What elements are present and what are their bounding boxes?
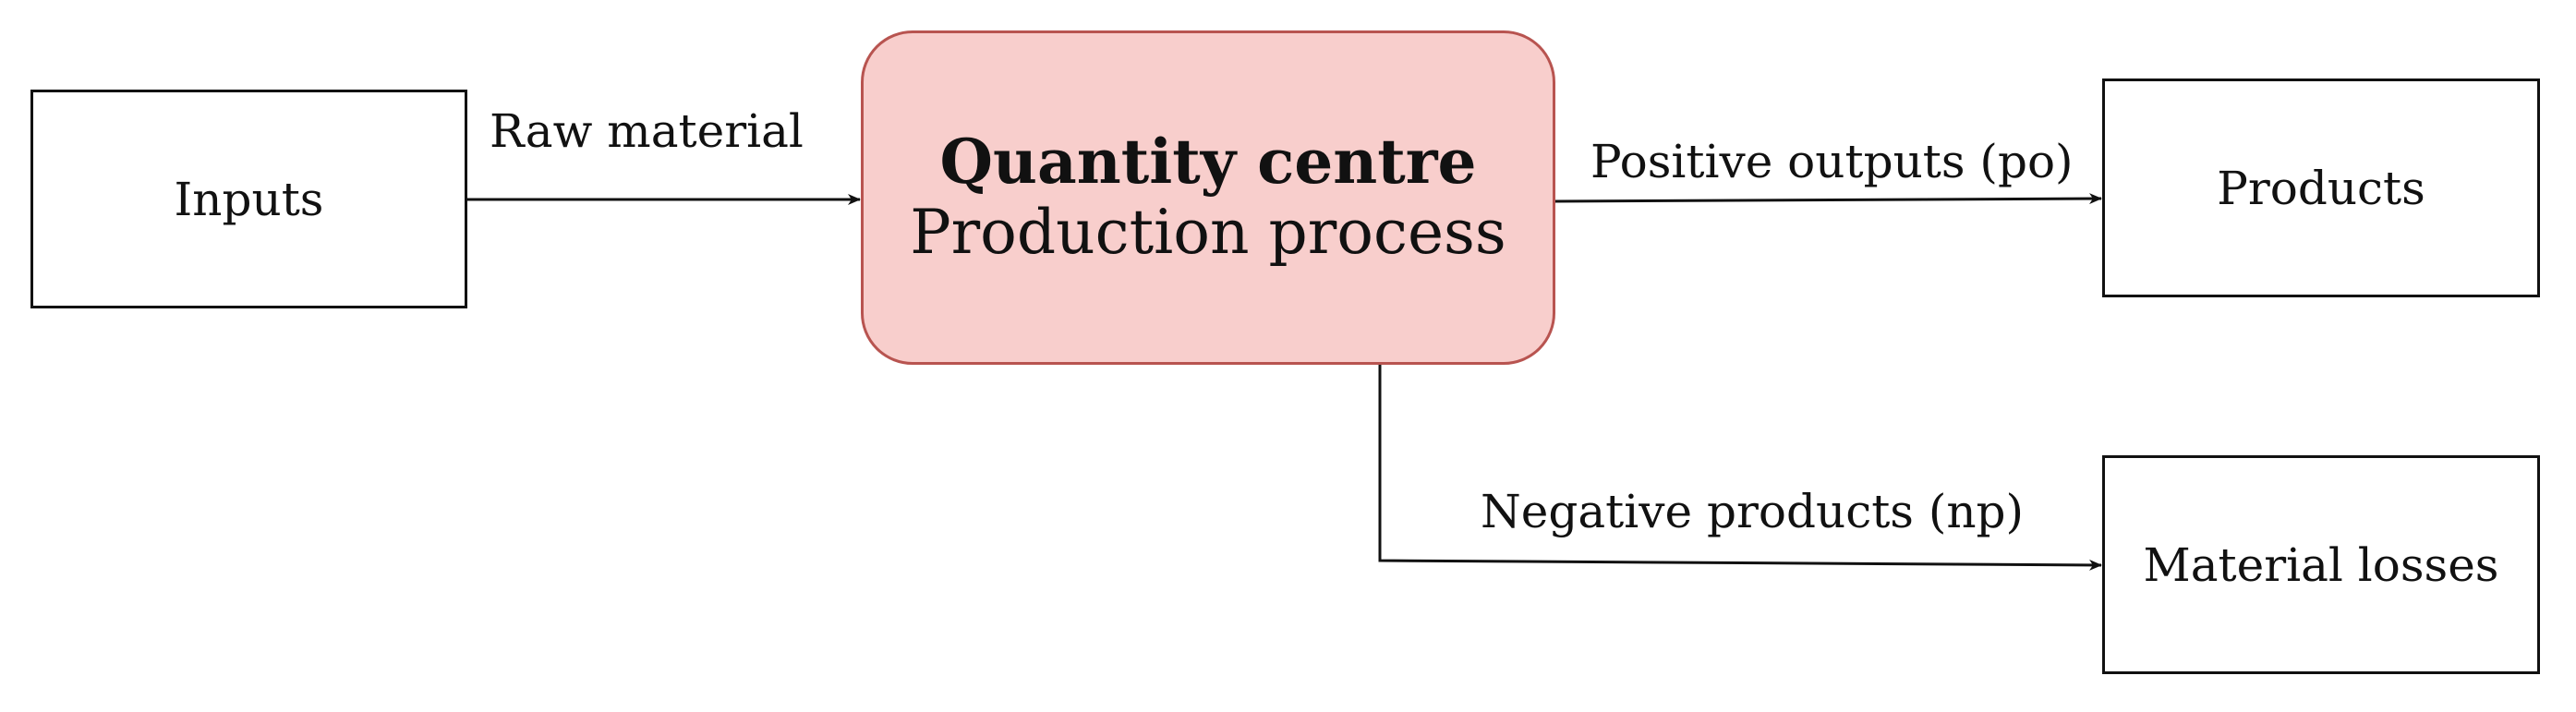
positive-outputs-label: Positive outputs (po) xyxy=(1590,135,2074,188)
inputs-label: Inputs xyxy=(174,172,324,226)
material-losses-label: Material losses xyxy=(2143,537,2499,592)
quantity-centre-title: Quantity centre xyxy=(939,126,1477,199)
production-process-label: Production process xyxy=(910,197,1506,268)
inputs-box: Inputs xyxy=(30,90,467,308)
arrow-negative-products xyxy=(1378,364,2102,571)
raw-material-label: Raw material xyxy=(490,104,804,158)
quantity-centre-box: Quantity centre Production process xyxy=(861,30,1555,365)
products-box: Products xyxy=(2102,78,2540,297)
negative-products-label: Negative products (np) xyxy=(1481,485,2025,538)
material-losses-box: Material losses xyxy=(2102,455,2540,674)
products-label: Products xyxy=(2217,161,2425,215)
arrow-positive-outputs xyxy=(1554,193,2102,205)
